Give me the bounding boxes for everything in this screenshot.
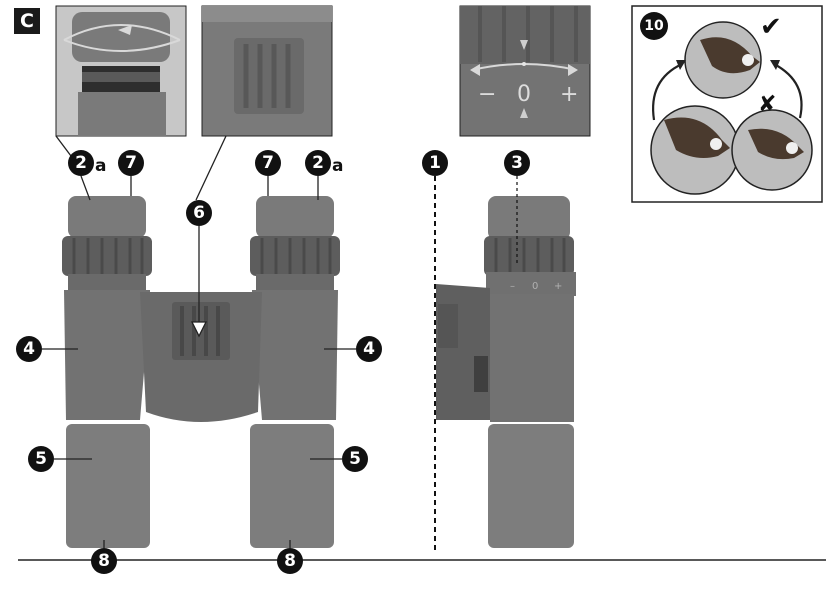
callout-2a-right: 2 — [305, 150, 331, 176]
binoculars-side: – 0 + — [436, 196, 576, 548]
arrow-6 — [190, 321, 208, 338]
cross-mark: ✘ — [758, 92, 777, 117]
callout-4-right: 4 — [356, 336, 382, 362]
scale-zero: 0 — [517, 82, 531, 107]
callout-5-left: 5 — [28, 446, 54, 472]
body-right — [252, 290, 338, 420]
callout-5-right: 5 — [342, 446, 368, 472]
svg-text:0: 0 — [532, 281, 538, 292]
eyecup-left — [68, 196, 146, 238]
callout-7-right: 7 — [255, 150, 281, 176]
eyecup-right — [256, 196, 334, 238]
panel-letter: C — [14, 8, 40, 34]
svg-text:–: – — [510, 281, 515, 292]
barrel-right — [250, 424, 334, 548]
callout-8-right: 8 — [277, 548, 303, 574]
inset-focus-wheel — [201, 5, 333, 137]
callout-2a-left-suffix: a — [95, 156, 107, 176]
callout-10: 10 — [640, 12, 668, 40]
callout-2a-right-suffix: a — [332, 156, 344, 176]
check-mark: ✔ — [760, 12, 782, 42]
barrel-side — [488, 424, 574, 548]
inset-diopter — [459, 5, 591, 137]
binoculars-front — [62, 196, 340, 548]
callout-8-left: 8 — [91, 548, 117, 574]
svg-text:+: + — [554, 281, 562, 292]
barrel-left — [66, 424, 150, 548]
callout-3: 3 — [504, 150, 530, 176]
inset-eyecup — [55, 5, 187, 137]
scale-minus: − — [478, 82, 497, 107]
callout-7-left: 7 — [118, 150, 144, 176]
callout-1: 1 — [422, 150, 448, 176]
body-left — [64, 290, 150, 420]
callout-4-left: 4 — [16, 336, 42, 362]
callout-2a-left: 2 — [68, 150, 94, 176]
inset-focus-alignment — [631, 5, 823, 203]
callout-6: 6 — [186, 200, 212, 226]
scale-plus: + — [560, 82, 579, 107]
